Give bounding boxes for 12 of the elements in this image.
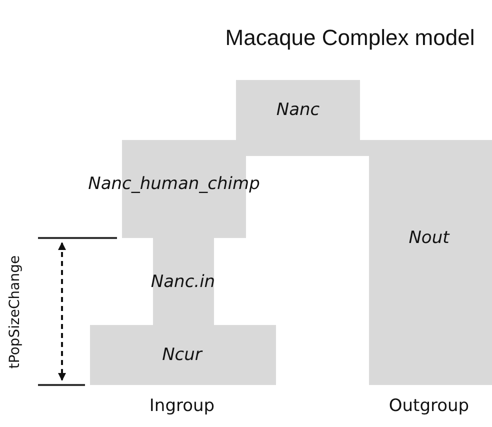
population-label: Nanc_human_chimp [88,174,260,194]
population-label: Nanc.in [150,272,216,292]
group-label: Outgroup [388,396,470,416]
title: Macaque Complex model [225,25,475,51]
population-block [236,80,360,140]
population-label: Nout [408,228,450,248]
group-label: Ingroup [149,396,215,416]
population-block [90,325,276,385]
dimension-label: tPopSizeChange [7,255,23,369]
population-block [369,140,492,385]
population-label: Nanc [276,100,320,120]
population-label: Ncur [162,345,202,365]
